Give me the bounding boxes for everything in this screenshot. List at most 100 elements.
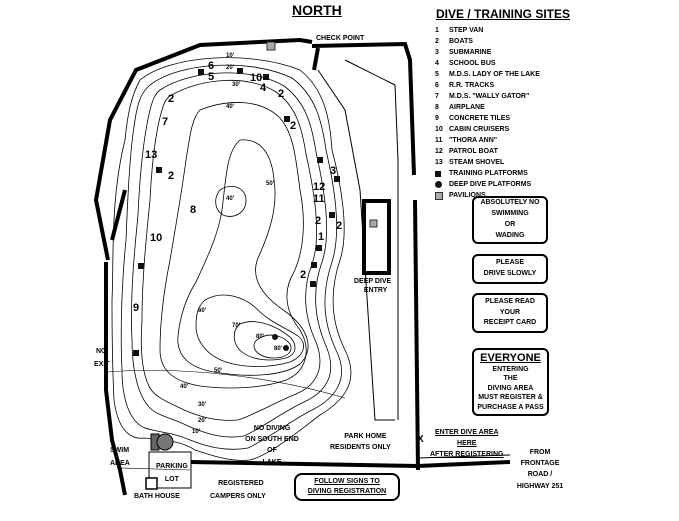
depth-label: 50': [214, 368, 223, 374]
map-site-3: 3: [330, 165, 337, 177]
bath-house-label: BATH HOUSE: [134, 493, 180, 500]
map-site-2: 2: [336, 220, 343, 232]
entry-road: [413, 199, 420, 471]
pavilion-icon: [435, 191, 443, 200]
contour-40b: [215, 186, 247, 217]
legend-item: TRAINING PLATFORMS: [435, 168, 675, 179]
checkpoint-pavilion: [266, 41, 276, 51]
map-site-9: 9: [133, 302, 140, 314]
map-site-2: 2: [168, 93, 175, 105]
legend-item: DEEP DIVE PLATFORMS: [435, 179, 675, 190]
west-spur: [110, 189, 127, 241]
depth-label: 60': [198, 308, 207, 314]
training-platforms: [133, 68, 340, 356]
east-drive-inner: [317, 69, 395, 421]
depth-label: 30': [198, 402, 207, 408]
west-road: [93, 37, 313, 261]
map-site-11: 11: [313, 193, 325, 205]
contour-20: [131, 72, 331, 438]
contour-30: [140, 79, 321, 421]
map-site-13: 13: [145, 149, 158, 161]
map-site-2: 2: [290, 120, 297, 132]
shoreline: [111, 57, 352, 461]
deep-dive-platform-icon: [435, 181, 442, 188]
map-site-2: 2: [168, 170, 175, 182]
south-road: [189, 460, 511, 469]
contour-50: [177, 139, 309, 376]
east-drive: [344, 59, 399, 420]
north-road: [311, 41, 416, 176]
frontage-road: [417, 454, 511, 459]
contour-40: [159, 102, 307, 389]
map-site-8: 8: [190, 204, 197, 216]
pavilion-marker: [369, 219, 378, 228]
deep-dive-platforms: [272, 334, 289, 351]
depth-label: 70': [232, 323, 241, 329]
legend-item: PAVILIONS: [435, 190, 675, 201]
depth-label: 50': [266, 181, 275, 187]
legend-item: 11"THORA ANN": [435, 137, 498, 144]
deep-dive-entry-box: [362, 199, 391, 275]
west-lower-road: [104, 262, 127, 496]
contour-60: [195, 294, 304, 367]
depth-label: 40': [226, 196, 235, 202]
depth-label: 80': [274, 346, 283, 352]
map-site-7: 7: [162, 116, 169, 128]
map-site-6: 6: [208, 60, 215, 72]
check-road: [312, 47, 320, 71]
depth-label: 40': [180, 384, 189, 390]
legend-title: DIVE / TRAINING SITES: [436, 7, 571, 21]
depth-label: 30': [232, 82, 241, 88]
check-point-label: CHECK POINT: [316, 35, 365, 42]
contour-70: [233, 321, 296, 361]
entry-x-marker: X: [417, 434, 424, 445]
contour-80: [253, 334, 292, 359]
contour-10: [120, 64, 342, 450]
bath-house-icon: [145, 477, 158, 490]
depth-label: 10': [226, 53, 235, 59]
map-site-12: 12: [313, 181, 326, 193]
depth-label: 10': [192, 429, 201, 435]
depth-label: 80': [256, 334, 265, 340]
map-site-2: 2: [315, 215, 322, 227]
map-site-2: 2: [278, 88, 285, 100]
depth-label: 40': [226, 104, 235, 110]
north-indicator: NORTH: [292, 2, 342, 18]
map-site-10: 10: [150, 232, 163, 244]
map-site-4: 4: [260, 82, 267, 94]
map-site-10: 10: [250, 72, 263, 84]
swim-buoy: [156, 433, 174, 451]
training-platform-icon: [435, 170, 441, 177]
swim-rope: [119, 467, 191, 471]
depth-label: 20': [226, 65, 235, 71]
map-site-2: 2: [300, 269, 307, 281]
map-site-5: 5: [208, 71, 215, 83]
